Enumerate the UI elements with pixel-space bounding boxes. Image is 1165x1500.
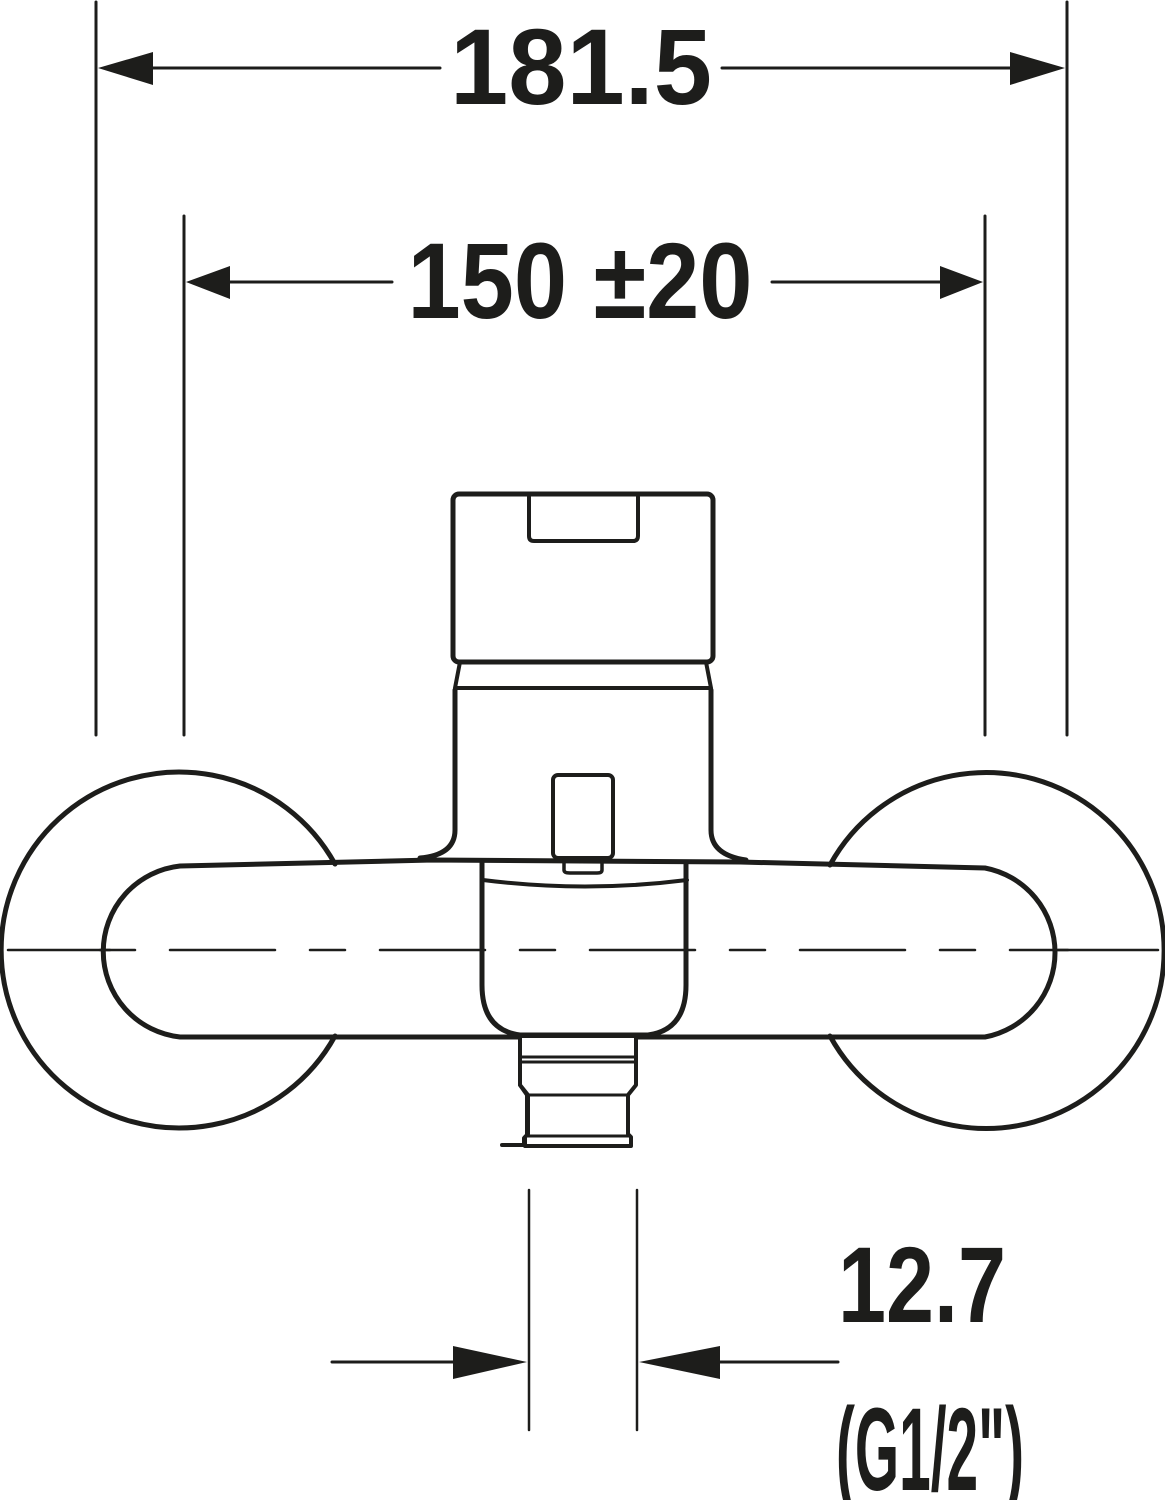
cap-housing: [450, 491, 716, 665]
cartridge-cap: [450, 491, 716, 690]
body-bar-outline: [100, 857, 1058, 1040]
outlet-nipple: [500, 1036, 638, 1148]
overall-width-dimension: [94, 0, 1069, 737]
mixer-body-bar: [100, 857, 1058, 1040]
mixer-housing: [417, 687, 749, 875]
arrow-right-icon: [453, 1346, 527, 1379]
cap-ring: [453, 660, 713, 690]
arrow-right-icon: [1010, 52, 1065, 85]
lever-handle: [551, 773, 615, 860]
rosette-left: [0, 769, 338, 1131]
cup-collar: [481, 878, 689, 889]
outlet-diameter-dimension: [330, 1188, 840, 1432]
lever-tab: [562, 858, 604, 875]
arrow-left-icon: [639, 1346, 720, 1379]
rosette-right: [827, 770, 1165, 1131]
cap-slot: [527, 495, 640, 543]
connection-spacing-label: 150 ±20: [408, 220, 753, 341]
arrow-left-icon: [98, 52, 153, 85]
diverter-cup: [479, 859, 689, 1038]
wall-rosettes: [0, 769, 1165, 1131]
arrow-right-icon: [940, 266, 983, 299]
connection-spacing-dimension: [182, 214, 987, 737]
outlet-thread-label: (G1/2"): [836, 1384, 1024, 1500]
outlet-diameter-label: 12.7: [838, 1224, 1006, 1345]
arrow-left-icon: [186, 266, 230, 299]
overall-width-label: 181.5: [450, 6, 712, 127]
housing-outline: [417, 687, 749, 863]
cup-outline: [479, 859, 689, 1038]
